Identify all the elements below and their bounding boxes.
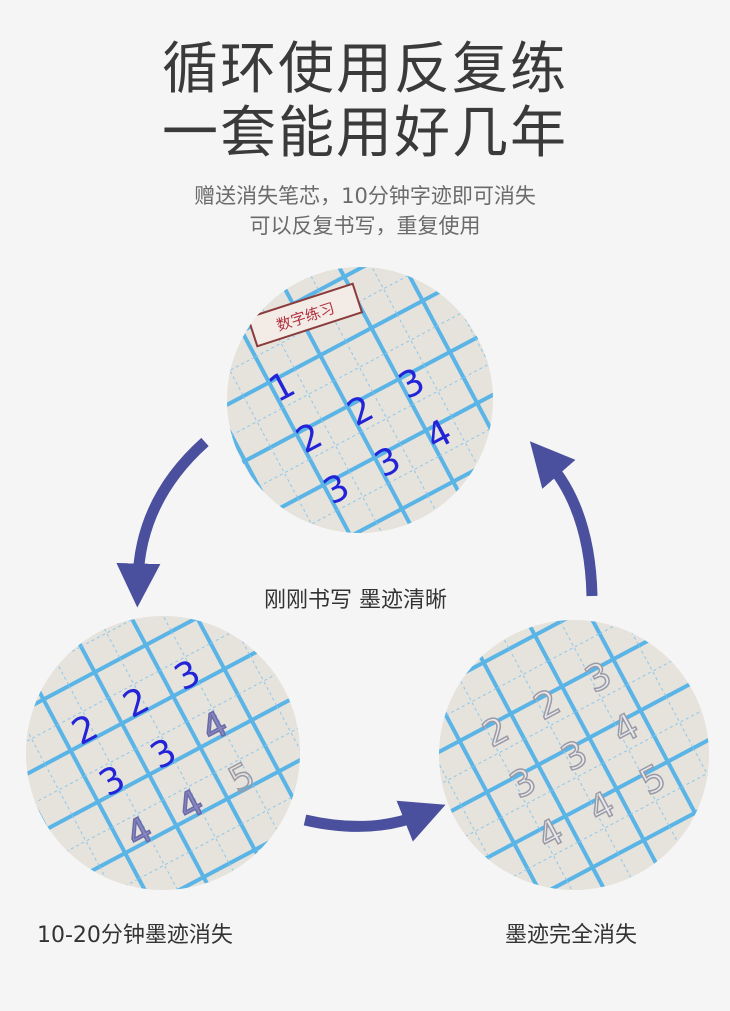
arrow-fading-to-vanished [303,800,446,842]
caption-vanished: 墨迹完全消失 [505,923,638,948]
book-label-tag [246,282,364,348]
subtitle-line-1: 赠送消失笔芯，10分钟字迹即可消失 [194,184,536,208]
headline-line-2: 一套能用好几年 [162,101,568,166]
arrow-fresh-to-fading [116,437,209,608]
caption-fading: 10-20分钟墨迹消失 [37,923,233,948]
arrow-vanished-to-fresh [529,441,598,597]
subtitle-line-2: 可以反复书写，重复使用 [249,214,481,238]
caption-fresh: 刚刚书写 墨迹清晰 [264,588,447,613]
headline-line-1: 循环使用反复练 [162,37,568,102]
